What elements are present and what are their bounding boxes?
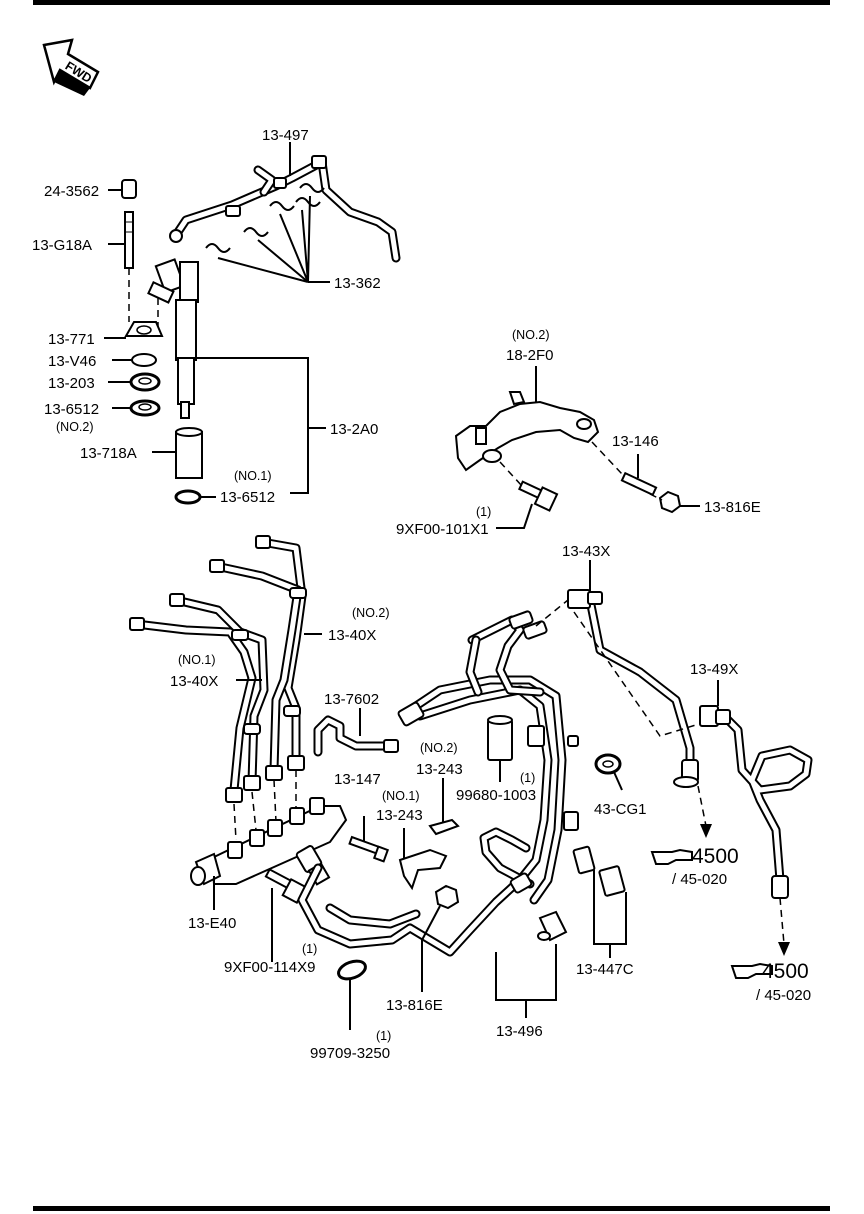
hose-clamp [337,959,367,981]
label-9xf00-114x9: 9XF00-114X9 [224,959,315,976]
pipe-7602 [313,715,399,757]
label-13-771: 13-771 [48,331,95,348]
fuel-hoses [297,610,579,957]
pointer-hand-icon [650,848,693,865]
label-13-146: 13-146 [612,433,659,450]
label-13-362: 13-362 [334,275,381,292]
injector [147,258,199,419]
injector-assembly [104,142,401,505]
label-13-203: 13-203 [48,375,95,392]
label-13-6512-no2: 13-6512 [44,401,99,418]
washer-no1 [174,489,202,505]
sleeve [175,427,203,479]
label-13-v46: 13-V46 [48,353,96,370]
bolt-101x1 [518,480,559,512]
bracket-243-no1 [398,848,448,891]
return-hose-43x [567,589,699,788]
top-border [33,0,830,5]
label-13-816e-a: 13-816E [704,499,761,516]
label-13-2a0: 13-2A0 [330,421,378,438]
label-13-40x-no1: 13-40X [170,673,218,690]
label-13-718a: 13-718A [80,445,137,462]
pointer-hand-icon [730,962,773,979]
label-no2-a: (NO.2) [56,420,94,434]
common-rail [190,797,348,886]
label-13-497: 13-497 [262,127,309,144]
return-hose-49x [699,705,813,899]
label-qty-1-a: (1) [476,505,491,519]
label-24-3562: 24-3562 [44,183,99,200]
fuel-filter [487,715,513,761]
label-13-816e-b: 13-816E [386,997,443,1014]
label-13-e40: 13-E40 [188,915,236,932]
label-13-496: 13-496 [496,1023,543,1040]
clip-43cg1 [594,753,622,775]
stud-146 [620,471,658,497]
label-ref-4500-a: 4500 [692,845,739,868]
label-13-243-no2: 13-243 [416,761,463,778]
label-ref-45-020-b: / 45-020 [756,987,811,1004]
label-13-40x-no2: 13-40X [328,627,376,644]
label-18-2f0: 18-2F0 [506,347,554,364]
nut-816e-b [434,884,460,910]
label-13-243-no1: 13-243 [376,807,423,824]
label-9xf00-101x1: 9XF00-101X1 [396,521,489,538]
label-no1-d: (NO.1) [382,789,420,803]
label-13-43x: 13-43X [562,543,610,560]
cap [121,179,137,199]
label-13-49x: 13-49X [690,661,738,678]
nut-816e-a [658,490,682,514]
label-no2-d: (NO.2) [420,741,458,755]
label-no2-c: (NO.2) [352,606,390,620]
label-ref-45-020-a: / 45-020 [672,871,727,888]
label-qty-1-c: (1) [302,942,317,956]
clamp [124,321,164,337]
label-qty-1-d: (1) [376,1029,391,1043]
bracket-243-no2 [428,818,460,836]
label-13-6512-no1: 13-6512 [220,489,275,506]
label-no1-c: (NO.1) [178,653,216,667]
leak-off-pipe [169,155,401,263]
label-43-cg1: 43-CG1 [594,801,647,818]
label-no1-a: (NO.1) [234,469,272,483]
sensors-447c [537,845,626,942]
bracket-assembly [454,366,700,529]
label-ref-4500-b: 4500 [762,960,809,983]
label-13-447c: 13-447C [576,961,634,978]
label-99680-1003: 99680-1003 [456,787,536,804]
bottom-border [33,1206,830,1211]
label-13-147: 13-147 [334,771,381,788]
label-qty-1-b: (1) [520,771,535,785]
label-no2-b: (NO.2) [512,328,550,342]
label-13-7602: 13-7602 [324,691,379,708]
injection-pipes [129,535,307,803]
clips [205,183,325,253]
label-99709-3250: 99709-3250 [310,1045,390,1062]
bolt-147 [348,835,390,863]
stud [124,211,134,269]
fwd-arrow-icon: FWD [42,38,100,96]
label-13-g18a: 13-G18A [32,237,92,254]
